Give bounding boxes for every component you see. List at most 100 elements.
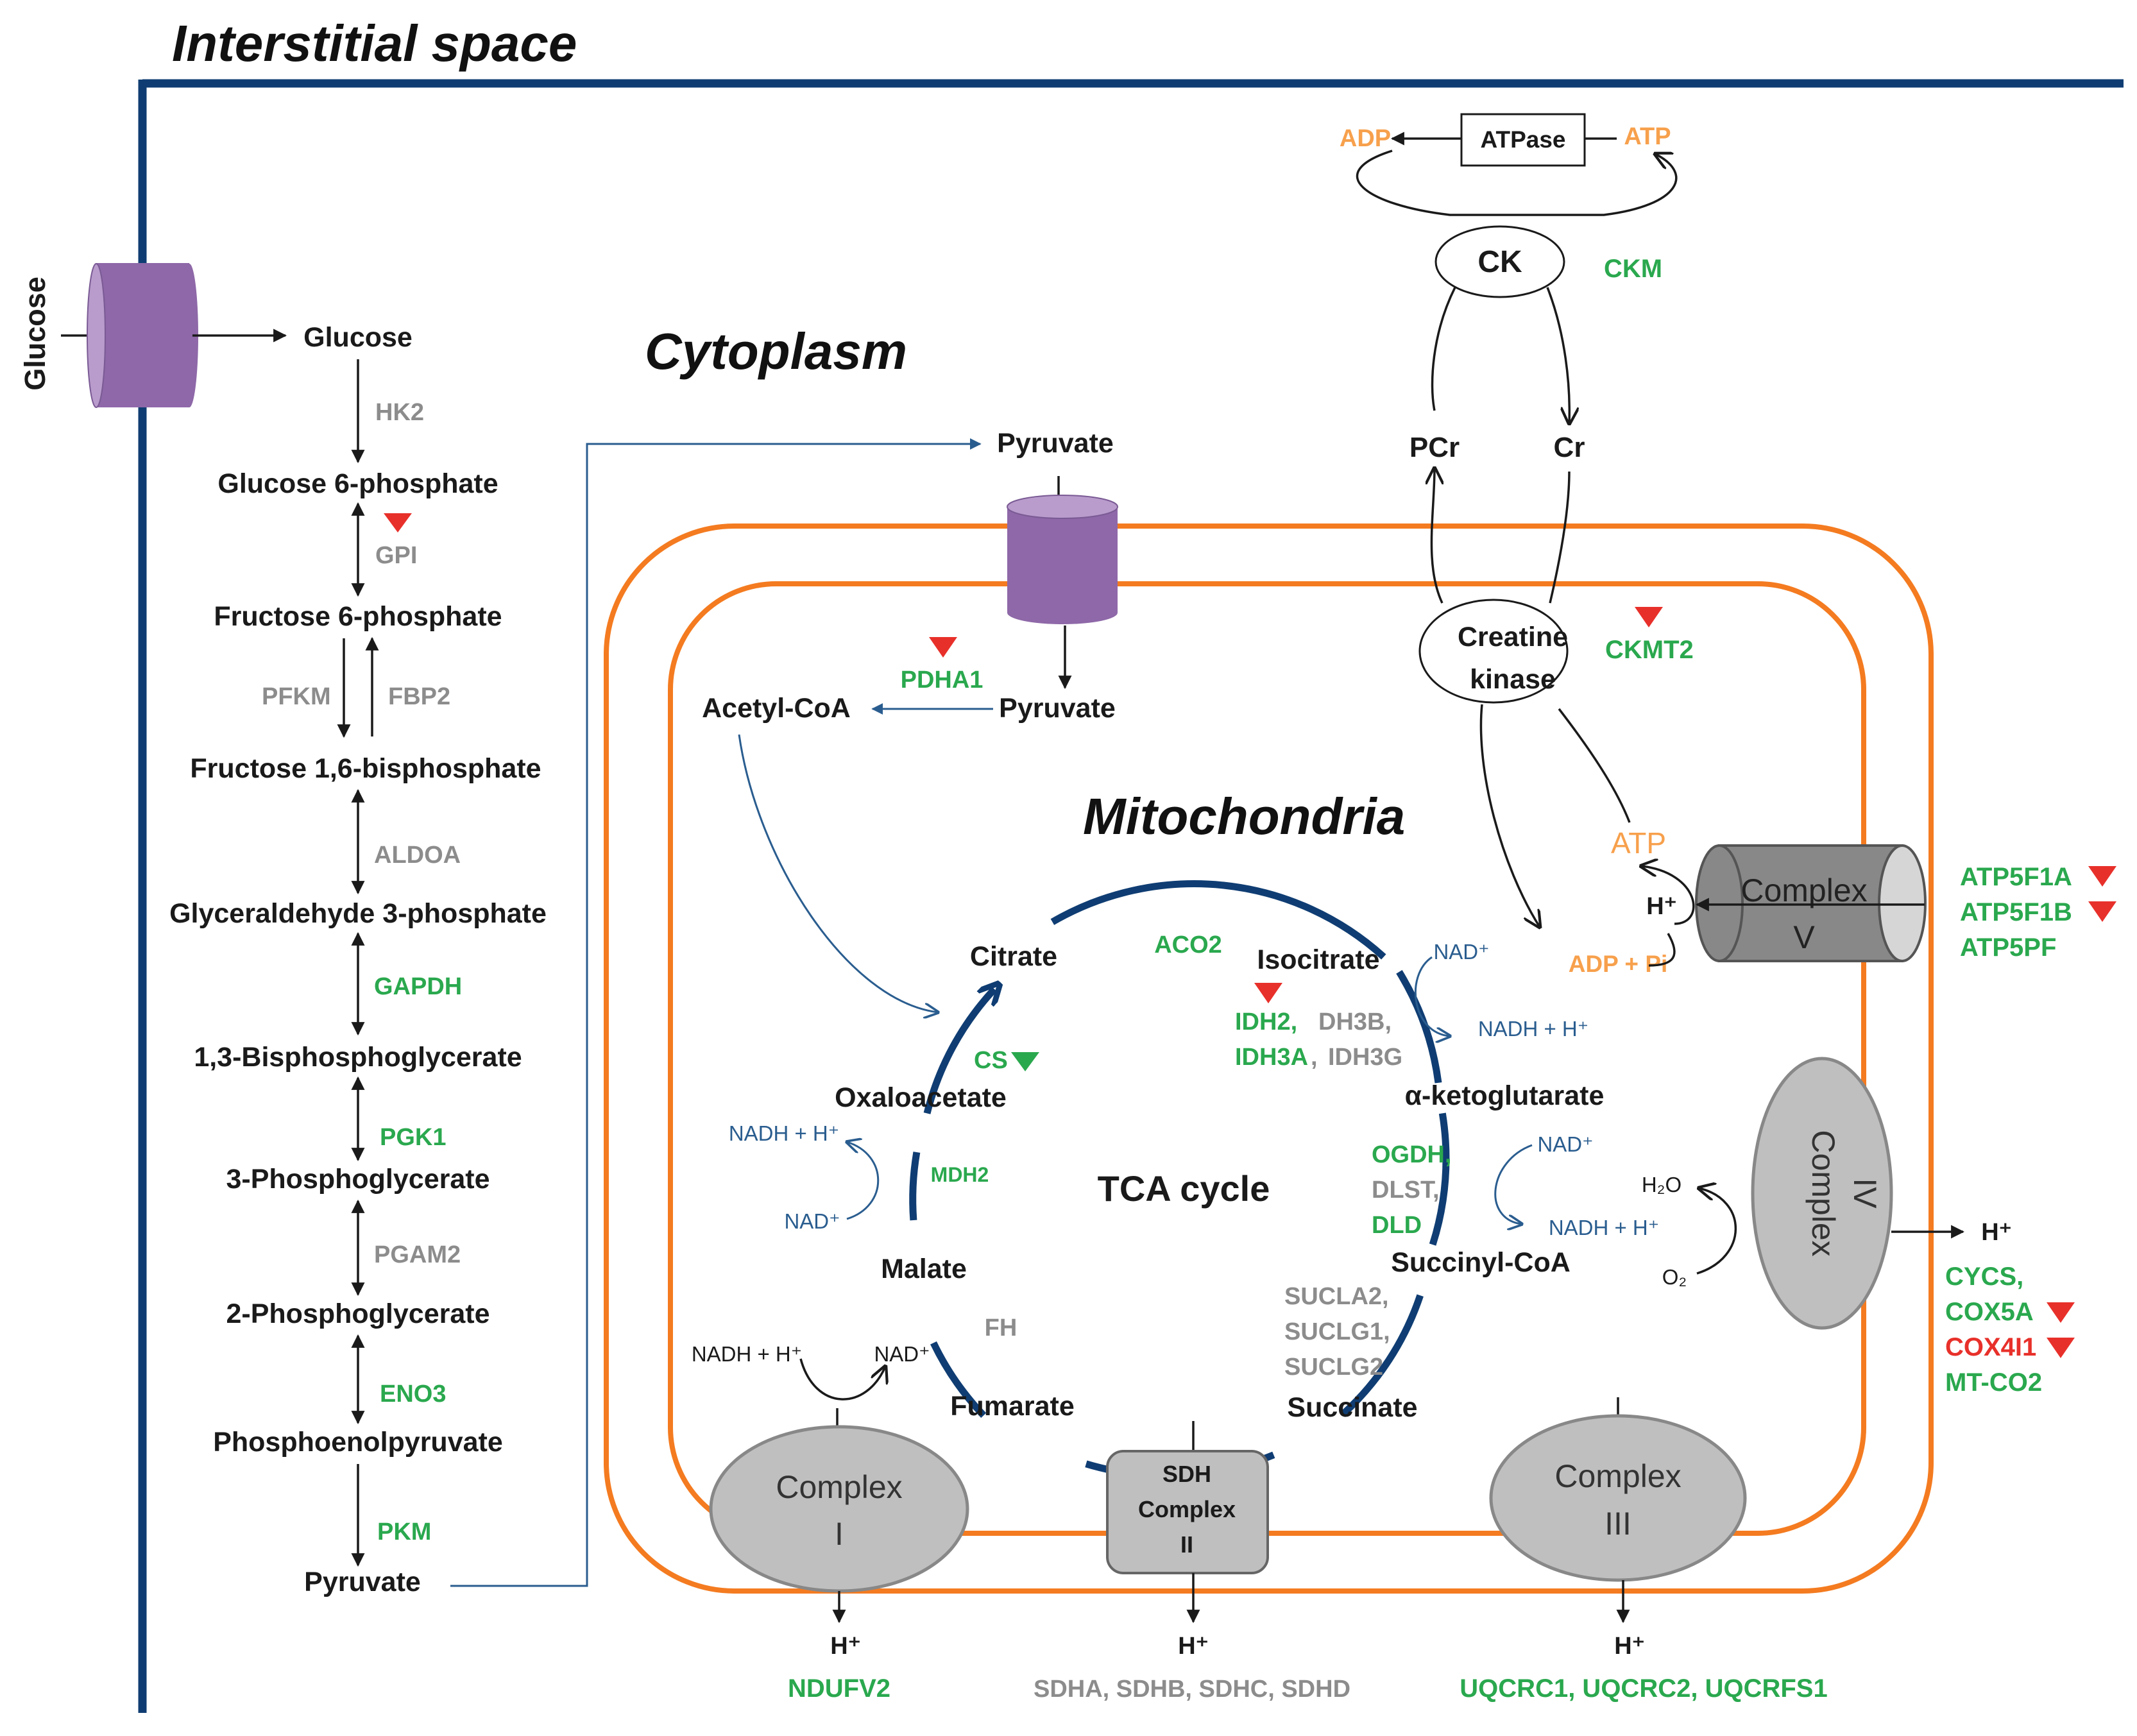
tca-malate: Malate [881,1254,967,1284]
glucose-outside: Glucose [19,277,51,391]
enz-sucla2: SUCLA2, [1284,1283,1389,1310]
enz-pkm: PKM [377,1519,431,1545]
down-arrow-cs [1011,1052,1039,1071]
nad-isocitrate: NAD⁺ [1433,940,1489,964]
enz-suclg2: SUCLG2 [1284,1354,1383,1381]
gene-cycs: CYCS, [1945,1263,2023,1291]
tca-enzymes: ACO2 CS IDH2, DH3B, IDH3A , IDH3G OGDH, … [931,932,1452,1381]
enz-pfkm: PFKM [262,683,331,710]
nad-malate: NAD⁺ [784,1209,840,1233]
h-plus-c3: H⁺ [1614,1633,1645,1660]
tca-succinate: Succinate [1287,1392,1417,1423]
mito-outer-membrane [604,523,1934,1594]
glycolysis-enzymes: HK2 GPI PFKM FBP2 ALDOA GAPDH PGK1 PGAM2… [262,399,462,1545]
ck-label: CK [1477,245,1522,279]
complex-i-line2: I [835,1516,844,1552]
complex-v-line1: Complex [1741,872,1867,908]
acetyl-coa: Acetyl-CoA [702,693,851,724]
enz-aldoa: ALDOA [374,842,461,869]
genes-c3: UQCRC1, UQCRC2, UQCRFS1 [1460,1674,1827,1703]
pyruvate-carrier [1007,495,1118,624]
complex-iv: Complex IV H₂O O₂ H⁺ CYCS, COX5A COX4I1 … [1642,1057,2075,1397]
interstitial-label: Interstitial space [172,15,577,72]
atp-mito: ATP [1611,826,1666,860]
complex-iv-line2: IV [1847,1178,1883,1209]
mito-ck-ellipse [1418,599,1569,704]
genes-c1: NDUFV2 [788,1674,890,1703]
genes-c2: SDHA, SDHB, SDHC, SDHD [1034,1676,1350,1703]
atpase-label: ATPase [1481,126,1566,153]
atp-cyto: ATP [1624,123,1671,150]
nadh-akg: NADH + H⁺ [1549,1216,1659,1239]
gene-mt-co2: MT-CO2 [1945,1368,2042,1397]
down-arrow-cox5a [2047,1302,2075,1323]
tca-isocitrate: Isocitrate [1257,944,1379,975]
tca-citrate: Citrate [970,941,1057,972]
enz-fh: FH [985,1315,1017,1341]
gene-cox5a: COX5A [1945,1298,2034,1326]
ck-ellipse [1435,225,1565,298]
gene-atp5f1b: ATP5F1B [1960,898,2072,926]
enz-ckm: CKM [1604,255,1662,283]
tca-succinyl-coa: Succinyl-CoA [1391,1247,1571,1278]
met-1-3-bisphosphoglycerate: 1,3-Bisphosphoglycerate [194,1042,522,1073]
nad-complex1: NAD⁺ [874,1342,930,1366]
pyruvate-cytoplasm: Pyruvate [997,428,1114,459]
gene-cox4i1: COX4I1 [1945,1333,2036,1361]
mito-ck-line1: Creatine [1458,622,1568,652]
nadh-malate: NADH + H⁺ [729,1121,839,1145]
enz-gapdh: GAPDH [374,973,462,1000]
met-glyceraldehyde-3-phosphate: Glyceraldehyde 3-phosphate [169,898,547,929]
down-arrow-ckmt2 [1635,607,1663,627]
pyruvate-mito: Pyruvate [999,693,1116,724]
down-arrow-atp5f1a [2088,866,2116,887]
adp-cyto: ADP [1340,125,1391,152]
down-arrow-idh2 [1254,983,1282,1003]
met-3-phosphoglycerate: 3-Phosphoglycerate [226,1164,490,1195]
o2: O₂ [1662,1265,1687,1289]
tca-akg: α-ketoglutarate [1405,1080,1605,1111]
met-fructose-6-phosphate: Fructose 6-phosphate [214,601,502,632]
pcr: PCr [1409,432,1460,463]
acetyl-coa-to-citrate [738,734,938,1012]
enz-aco2: ACO2 [1154,932,1222,958]
enz-fbp2: FBP2 [388,683,450,710]
enz-ogdh: OGDH, [1372,1141,1452,1168]
complex-ii-line3: II [1180,1531,1193,1558]
met-fructose-1-6-bisphosphate: Fructose 1,6-bisphosphate [190,753,541,784]
cr: Cr [1554,432,1585,463]
down-arrow-gpi [384,513,412,532]
complex-i: Complex I H⁺ NDUFV2 [709,1408,969,1703]
complex-v: Complex V H⁺ ATP5F1A ATP5F1B ATP5PF [1641,844,2116,967]
enz-pgam2: PGAM2 [374,1241,461,1268]
down-arrow-pdha1 [929,637,957,658]
nad-akg: NAD⁺ [1537,1132,1593,1156]
tca-oxaloacetate: Oxaloacetate [835,1082,1007,1113]
h-plus-c2: H⁺ [1178,1633,1209,1660]
tca-title: TCA cycle [1098,1168,1270,1209]
mito-ck-line2: kinase [1470,664,1556,695]
enz-cs: CS [974,1047,1008,1074]
complex-iii: Complex III H⁺ UQCRC1, UQCRC2, UQCRFS1 [1460,1397,1828,1703]
down-arrow-cox4i1 [2047,1338,2075,1358]
h-plus-c1: H⁺ [830,1633,861,1660]
h-plus-c5: H⁺ [1646,893,1677,920]
pyruvate-transport-line [450,438,982,1587]
h-plus-c4: H⁺ [1981,1219,2012,1246]
glucose-transporter [87,263,198,408]
tca-fumarate: Fumarate [950,1391,1075,1422]
complex-ii-line1: SDH [1162,1461,1211,1487]
enz-dld: DLD [1372,1212,1422,1239]
cytoplasm-label: Cytoplasm [645,323,907,380]
enz-mdh2: MDH2 [931,1163,989,1186]
enz-suclg1: SUCLG1, [1284,1318,1390,1345]
adp-pi: ADP + Pi [1569,951,1668,977]
cofactor-reactions: NAD⁺ NADH + H⁺ NAD⁺ NADH + H⁺ NADH + H⁺ … [692,940,1659,1400]
tca-metabolites: Citrate Isocitrate α-ketoglutarate Succi… [835,941,1604,1423]
nadh-isocitrate: NADH + H⁺ [1478,1017,1588,1041]
enz-dlst: DLST, [1372,1177,1440,1204]
atpase-box [1460,113,1586,167]
enz-eno3: ENO3 [380,1381,446,1408]
atpase-cycle [1356,149,1678,216]
